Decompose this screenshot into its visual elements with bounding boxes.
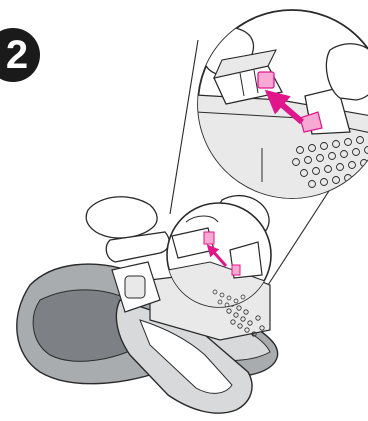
- large-detail-circle: [196, 10, 368, 210]
